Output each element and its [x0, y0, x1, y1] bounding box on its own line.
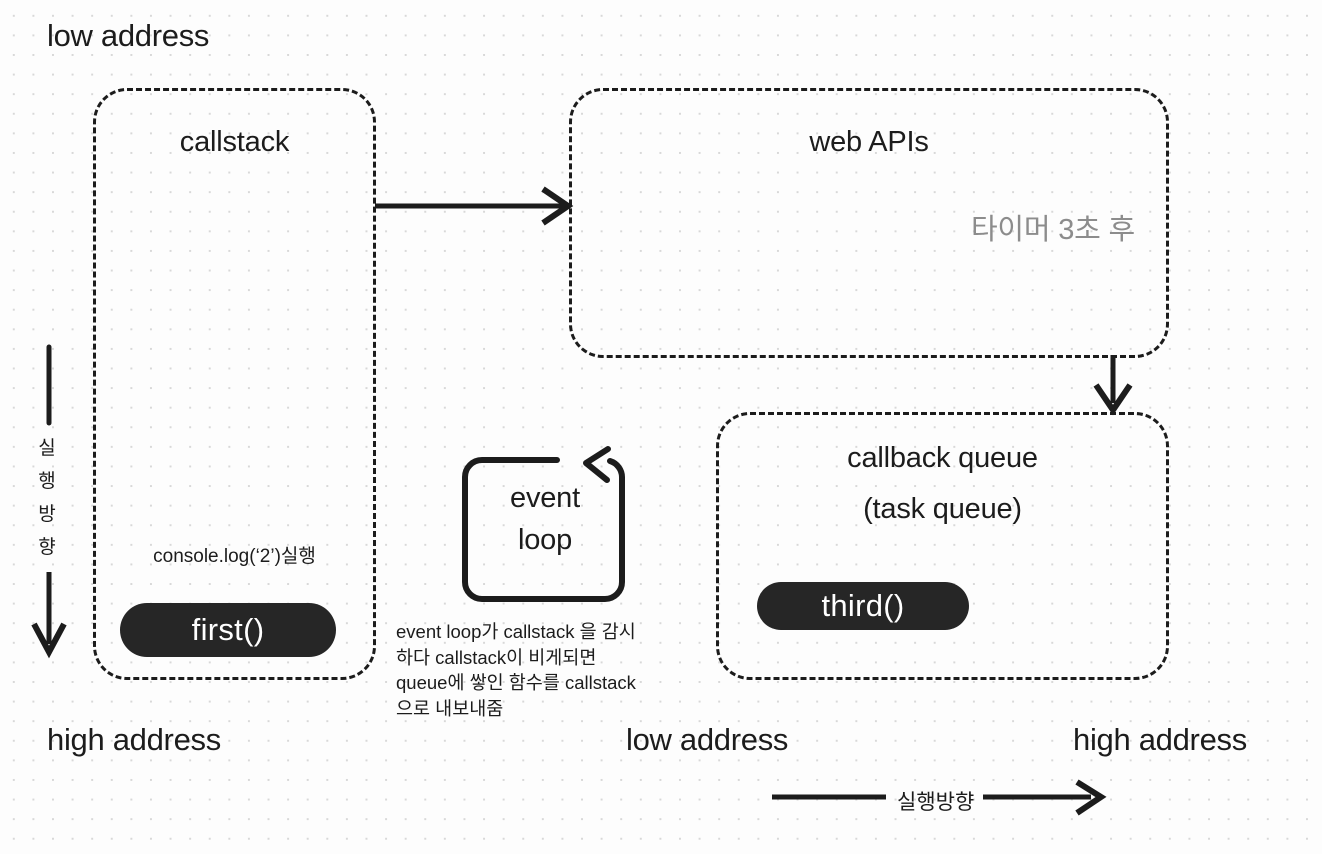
bottom-direction-label: 실행방향: [897, 791, 975, 814]
left-direction-char-2: 행: [38, 471, 56, 492]
callstack-console-note: console.log(‘2’)실행: [153, 546, 316, 567]
bottom-flow-arrow-left-segment: [772, 786, 890, 808]
event-loop-label-line2: loop: [517, 524, 573, 556]
callstack-title: callstack: [179, 126, 290, 158]
arrow-webapis-to-queue: [1092, 355, 1134, 417]
event-loop-label-line1: event: [510, 482, 580, 514]
left-flow-arrow-bottom: [31, 572, 67, 660]
label-low-address-bottom: low address: [626, 722, 789, 757]
callback-queue-title-line2: (task queue): [863, 493, 1022, 525]
event-loop-shape: [460, 446, 630, 612]
event-loop-description-line-2: 하다 callstack이 비게되면: [396, 646, 597, 668]
callback-queue-frame-third[interactable]: third(): [757, 582, 969, 630]
left-direction-label: 실 행 방 향: [36, 432, 58, 564]
event-loop-description-line-3: queue에 쌓인 함수를 callstack: [396, 672, 636, 693]
arrow-callstack-to-webapis: [373, 185, 578, 227]
left-direction-char-4: 향: [38, 537, 56, 558]
left-direction-char-3: 방: [38, 504, 56, 525]
callstack-frame-first[interactable]: first(): [120, 603, 336, 657]
left-direction-char-1: 실: [38, 438, 56, 459]
event-loop-description-line-4: 으로 내보내줌: [396, 697, 504, 719]
label-low-address-top: low address: [47, 18, 210, 53]
web-apis-box: [569, 88, 1169, 358]
callstack-box: [93, 88, 376, 680]
left-flow-arrow-top-line: [33, 344, 65, 426]
event-loop-description: event loop가 callstack 을 감시 하다 callstack이…: [396, 619, 636, 721]
bottom-flow-arrow-right-segment: [983, 779, 1108, 816]
callback-queue-title-line1: callback queue: [847, 442, 1038, 474]
callback-queue-box: [716, 412, 1169, 680]
web-apis-timer-note: 타이머 3초 후: [970, 214, 1135, 246]
label-high-address-right: high address: [1073, 722, 1247, 757]
event-loop-description-line-1: event loop가 callstack 을 감시: [396, 621, 636, 642]
label-high-address-left: high address: [47, 722, 221, 757]
web-apis-title: web APIs: [809, 126, 929, 158]
